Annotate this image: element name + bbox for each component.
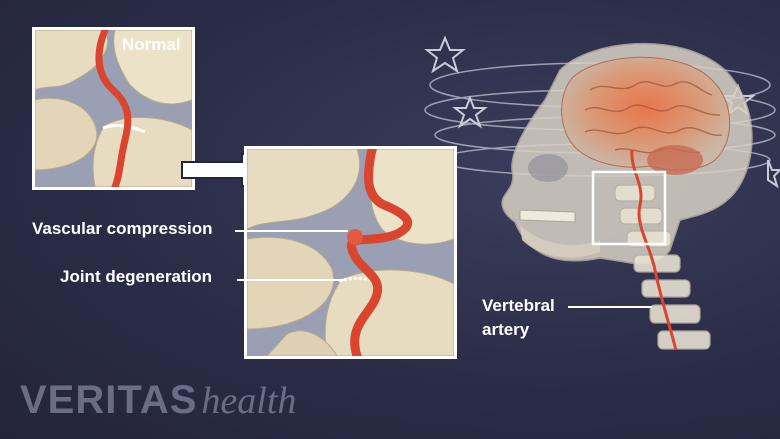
normal-inset-panel [32, 27, 195, 190]
vascular-compression-leader [235, 230, 348, 232]
normal-vertebra-illustration [35, 30, 192, 187]
zoom-highlight-box [591, 170, 667, 246]
jaw [520, 225, 600, 258]
vertebral-artery-label-line1: Vertebral [482, 296, 555, 315]
joint-degeneration-label: Joint degeneration [60, 267, 213, 286]
cerebellum [647, 145, 703, 175]
degeneration-inset-panel [244, 146, 457, 359]
vertebral-artery-label-line2: artery [482, 320, 530, 339]
logo-brand: VERITAS [20, 378, 198, 422]
joint-degeneration-leader [237, 279, 347, 281]
normal-label: Normal [122, 35, 181, 54]
eye-socket [528, 154, 568, 182]
compressed-vertebra-illustration [247, 149, 454, 356]
logo-sub: health [201, 380, 297, 422]
teeth [519, 209, 576, 223]
vertebral-artery-leader [568, 306, 652, 308]
vascular-compression-label: Vascular compression [32, 219, 213, 238]
veritas-health-logo: VERITAS health [20, 378, 296, 422]
